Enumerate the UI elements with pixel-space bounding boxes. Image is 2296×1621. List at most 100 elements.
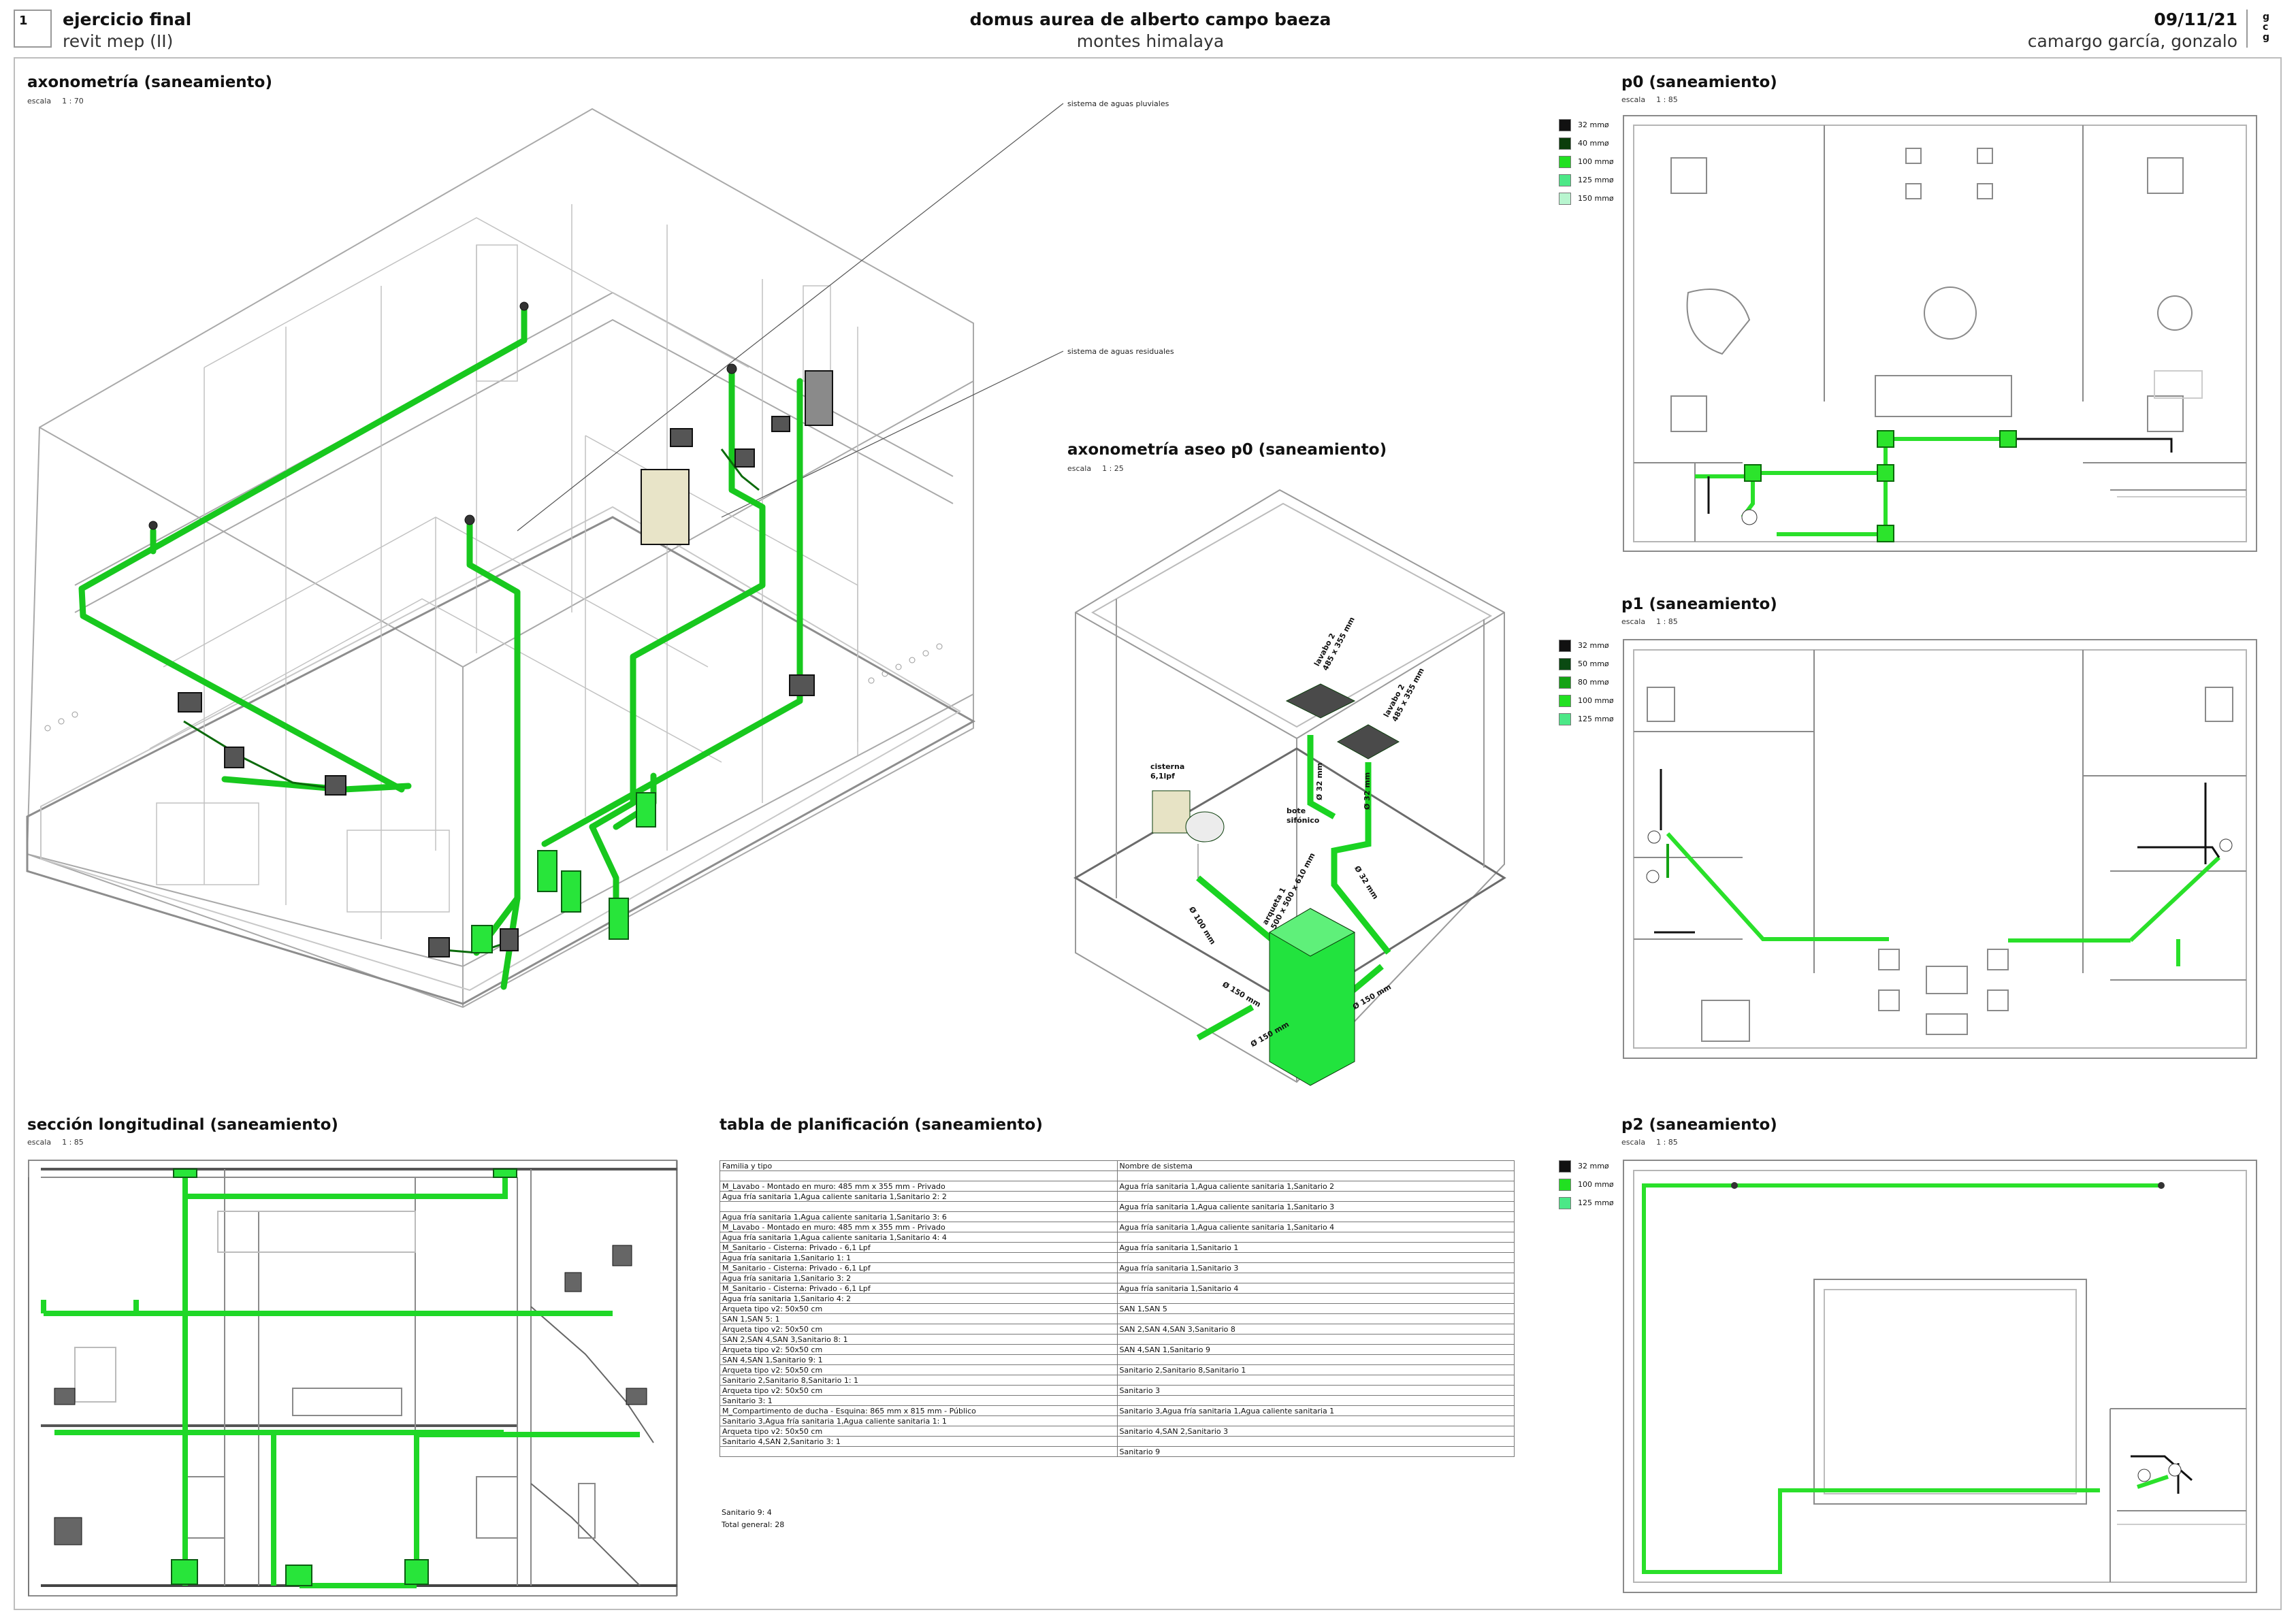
table-cell xyxy=(1116,1232,1515,1243)
table-row: M_Lavabo - Montado en muro: 485 mm x 355… xyxy=(719,1222,1515,1232)
table-cell: SAN 2,SAN 4,SAN 3,Sanitario 8 xyxy=(1116,1324,1515,1335)
p1-title: p1 (saneamiento) xyxy=(1621,595,1777,613)
table-cell: Agua fría sanitaria 1,Agua caliente sani… xyxy=(1116,1201,1515,1212)
table-cell: Agua fría sanitaria 1,Sanitario 4: 2 xyxy=(719,1293,1118,1304)
table-cell: M_Sanitario - Cisterna: Privado - 6,1 Lp… xyxy=(719,1262,1118,1273)
axo-main-title: axonometría (saneamiento) xyxy=(27,73,272,91)
table-row: Agua fría sanitaria 1,Agua caliente sani… xyxy=(719,1191,1515,1202)
table-cell: Agua fría sanitaria 1,Agua caliente sani… xyxy=(1116,1181,1515,1192)
legend-swatch xyxy=(1559,137,1571,150)
table-cell xyxy=(1116,1334,1515,1345)
table-row: M_Sanitario - Cisterna: Privado - 6,1 Lp… xyxy=(719,1283,1515,1294)
table-cell: Arqueta tipo v2: 50x50 cm xyxy=(719,1303,1118,1314)
table-cell: M_Lavabo - Montado en muro: 485 mm x 355… xyxy=(719,1222,1118,1232)
p2-title: p2 (saneamiento) xyxy=(1621,1116,1777,1134)
p0-legend: 32 mmø 40 mmø 100 mmø 125 mmø 150 mmø xyxy=(1559,116,1614,208)
table-cell: M_Sanitario - Cisterna: Privado - 6,1 Lp… xyxy=(719,1283,1118,1294)
table-row: Sanitario 3: 1 xyxy=(719,1395,1515,1406)
table-row: SAN 2,SAN 4,SAN 3,Sanitario 8: 1 xyxy=(719,1334,1515,1345)
table-row: Sanitario 3,Agua fría sanitaria 1,Agua c… xyxy=(719,1415,1515,1426)
table-cell: Agua fría sanitaria 1,Agua caliente sani… xyxy=(719,1211,1118,1222)
legend-swatch xyxy=(1559,676,1571,689)
table-row: Agua fría sanitaria 1,Sanitario 3: 2 xyxy=(719,1273,1515,1283)
table-cell: Agua fría sanitaria 1,Agua caliente sani… xyxy=(1116,1222,1515,1232)
table-cell xyxy=(719,1201,1118,1212)
table-cell: Arqueta tipo v2: 50x50 cm xyxy=(719,1364,1118,1375)
schedule-title: tabla de planificación (saneamiento) xyxy=(719,1116,1043,1134)
table-row: Agua fría sanitaria 1,Sanitario 1: 1 xyxy=(719,1252,1515,1263)
table-cell: Sanitario 4,SAN 2,Sanitario 3: 1 xyxy=(719,1436,1118,1447)
column-header: Familia y tipo xyxy=(719,1160,1118,1171)
table-cell xyxy=(719,1170,1118,1181)
p0-title: p0 (saneamiento) xyxy=(1621,73,1777,91)
table-row: SAN 1,SAN 5: 1 xyxy=(719,1313,1515,1324)
table-cell xyxy=(1116,1395,1515,1406)
table-row: Agua fría sanitaria 1,Agua caliente sani… xyxy=(719,1201,1515,1212)
table-header-row: Familia y tipo Nombre de sistema xyxy=(719,1160,1515,1171)
table-row xyxy=(719,1170,1515,1181)
table-cell: Agua fría sanitaria 1,Sanitario 3 xyxy=(1116,1262,1515,1273)
schedule-footer: Sanitario 9: 4 Total general: 28 xyxy=(722,1507,784,1531)
legend-swatch xyxy=(1559,1178,1571,1191)
table-cell: Agua fría sanitaria 1,Sanitario 4 xyxy=(1116,1283,1515,1294)
legend-swatch xyxy=(1559,155,1571,168)
legend-swatch xyxy=(1559,713,1571,725)
left-subtitle: revit mep (II) xyxy=(63,31,174,51)
table-cell xyxy=(1116,1170,1515,1181)
table-cell: M_Lavabo - Montado en muro: 485 mm x 355… xyxy=(719,1181,1118,1192)
legend-swatch xyxy=(1559,118,1571,131)
table-cell: Agua fría sanitaria 1,Agua caliente sani… xyxy=(719,1232,1118,1243)
legend-swatch xyxy=(1559,192,1571,205)
table-cell xyxy=(1116,1354,1515,1365)
table-cell: SAN 2,SAN 4,SAN 3,Sanitario 8: 1 xyxy=(719,1334,1118,1345)
table-cell: M_Compartimento de ducha - Esquina: 865 … xyxy=(719,1405,1118,1416)
note-pluvial: sistema de aguas pluviales xyxy=(1067,99,1169,108)
table-row: Sanitario 9 xyxy=(719,1446,1515,1457)
table-row: Sanitario 4,SAN 2,Sanitario 3: 1 xyxy=(719,1436,1515,1447)
schedule-footer-count: Sanitario 9: 4 xyxy=(722,1508,772,1517)
table-cell: Sanitario 9 xyxy=(1116,1446,1515,1457)
schedule-footer-total: Total general: 28 xyxy=(722,1520,785,1529)
table-cell xyxy=(1116,1375,1515,1386)
table-cell xyxy=(1116,1436,1515,1447)
table-cell: Sanitario 3,Agua fría sanitaria 1,Agua c… xyxy=(1116,1405,1515,1416)
sheet-number: 1 xyxy=(14,10,52,48)
table-row: Agua fría sanitaria 1,Agua caliente sani… xyxy=(719,1232,1515,1243)
table-cell: M_Sanitario - Cisterna: Privado - 6,1 Lp… xyxy=(719,1242,1118,1253)
legend-swatch xyxy=(1559,1160,1571,1173)
table-cell: Agua fría sanitaria 1,Sanitario 1 xyxy=(1116,1242,1515,1253)
p1-legend: 32 mmø 50 mmø 80 mmø 100 mmø 125 mmø xyxy=(1559,636,1614,728)
logo: gcg xyxy=(2246,10,2283,48)
table-cell: Arqueta tipo v2: 50x50 cm xyxy=(719,1324,1118,1335)
note-residual: sistema de aguas residuales xyxy=(1067,347,1174,356)
table-cell xyxy=(719,1446,1118,1457)
table-cell xyxy=(1116,1313,1515,1324)
table-cell: SAN 4,SAN 1,Sanitario 9: 1 xyxy=(719,1354,1118,1365)
table-row: Agua fría sanitaria 1,Agua caliente sani… xyxy=(719,1211,1515,1222)
table-row: M_Sanitario - Cisterna: Privado - 6,1 Lp… xyxy=(719,1242,1515,1253)
sheet-frame xyxy=(14,57,2282,1610)
table-row: M_Lavabo - Montado en muro: 485 mm x 355… xyxy=(719,1181,1515,1192)
table-row: Sanitario 2,Sanitario 8,Sanitario 1: 1 xyxy=(719,1375,1515,1386)
schedule-table: Familia y tipo Nombre de sistema M_Lavab… xyxy=(719,1160,1515,1457)
column-header: Nombre de sistema xyxy=(1116,1160,1515,1171)
author: camargo garcía, gonzalo xyxy=(2027,31,2237,51)
table-cell: Arqueta tipo v2: 50x50 cm xyxy=(719,1344,1118,1355)
table-cell: Agua fría sanitaria 1,Agua caliente sani… xyxy=(719,1191,1118,1202)
table-cell xyxy=(1116,1273,1515,1283)
table-cell: SAN 1,SAN 5: 1 xyxy=(719,1313,1118,1324)
table-cell: SAN 4,SAN 1,Sanitario 9 xyxy=(1116,1344,1515,1355)
legend-swatch xyxy=(1559,657,1571,670)
table-cell xyxy=(1116,1252,1515,1263)
